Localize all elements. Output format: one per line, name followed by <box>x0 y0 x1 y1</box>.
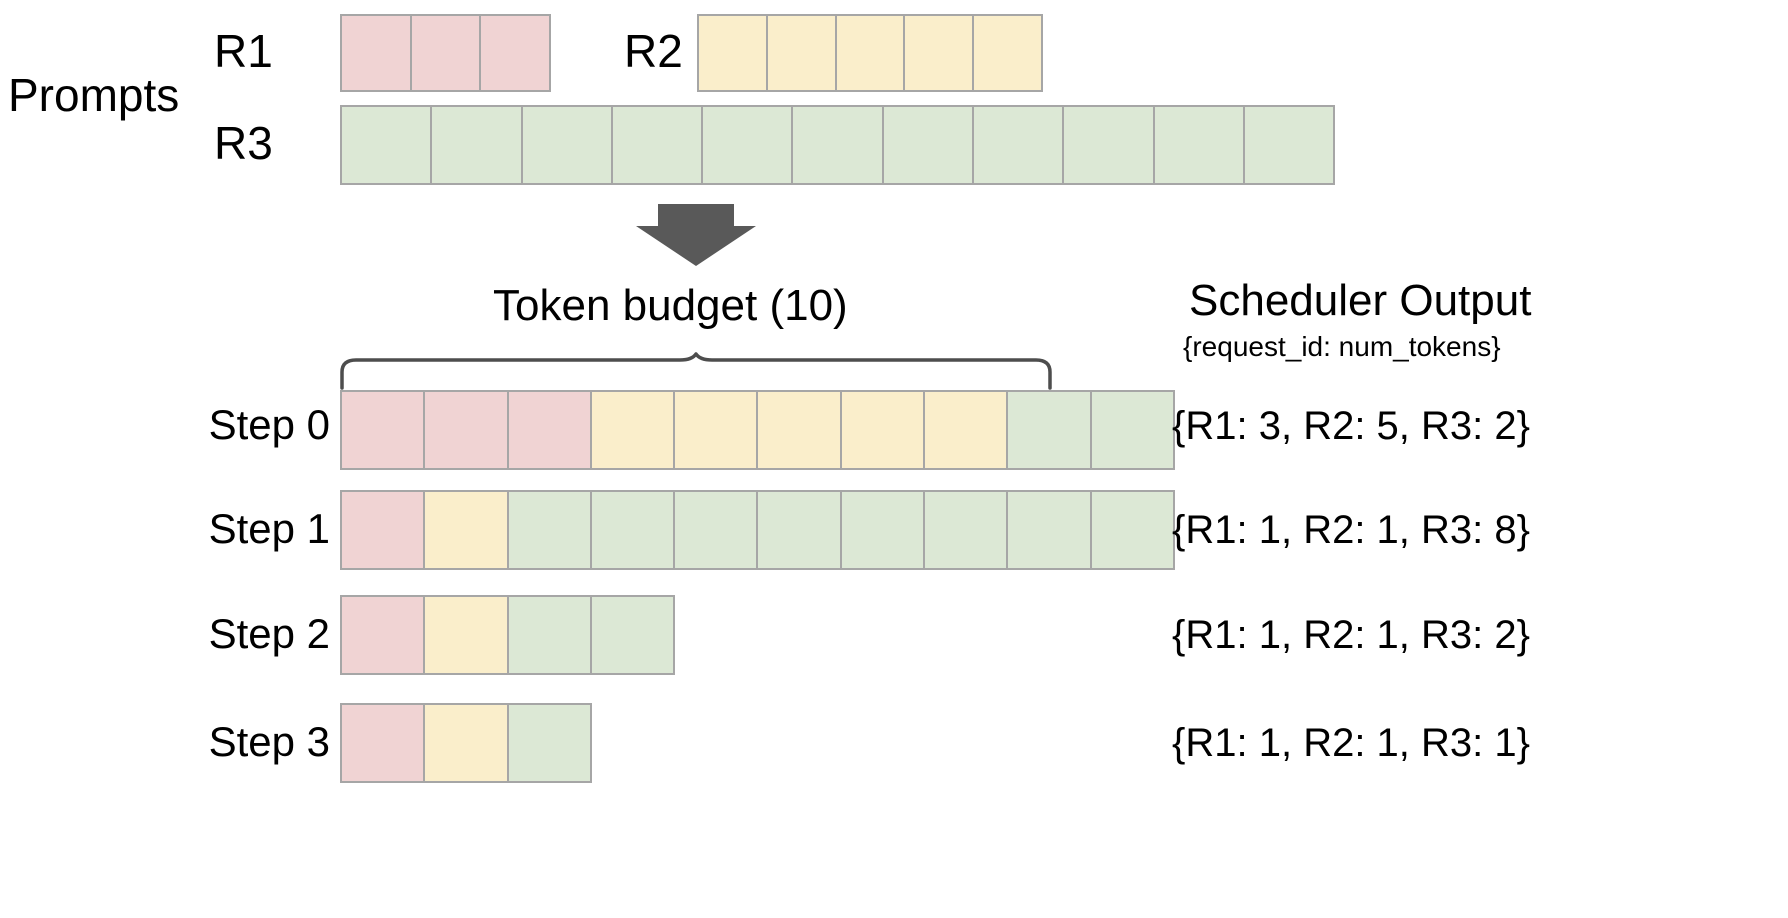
step-row-0 <box>340 390 1175 470</box>
token-cell-r3 <box>1242 105 1336 185</box>
token-cell-r2 <box>673 390 759 470</box>
token-cell-r3 <box>1089 390 1175 470</box>
token-cell-r2 <box>839 390 926 470</box>
token-cell-r3 <box>1152 105 1245 185</box>
token-cell-r3 <box>791 105 884 185</box>
scheduler-output-1: {R1: 1, R2: 1, R3: 8} <box>1172 508 1530 552</box>
token-cell-r2 <box>423 595 509 675</box>
scheduler-output-2: {R1: 1, R2: 1, R3: 2} <box>1172 613 1530 657</box>
token-cell-r2 <box>972 14 1043 92</box>
step-label-2: Step 2 <box>208 610 330 657</box>
token-cell-r3 <box>506 490 592 570</box>
scheduler-output-3: {R1: 1, R2: 1, R3: 1} <box>1172 721 1530 765</box>
down-arrow-icon <box>636 204 756 266</box>
token-cell-r3 <box>506 703 592 783</box>
prompts-section-label: Prompts <box>8 69 180 121</box>
token-cell-r1 <box>340 14 412 92</box>
token-cell-r3 <box>1006 490 1092 570</box>
step-row-2 <box>340 595 676 675</box>
token-cell-r3 <box>1062 105 1155 185</box>
token-cell-r1 <box>340 703 426 783</box>
request-label-r3: R3 <box>214 117 273 169</box>
step-label-3: Step 3 <box>208 718 330 765</box>
token-cell-r1 <box>409 14 482 92</box>
token-cell-r3 <box>430 105 523 185</box>
token-cell-r3 <box>701 105 794 185</box>
token-cell-r2 <box>423 703 509 783</box>
token-cell-r1 <box>340 595 426 675</box>
scheduler-output-title: Scheduler Output <box>1189 276 1532 325</box>
step-row-1 <box>340 490 1175 570</box>
token-cell-r3 <box>839 490 926 570</box>
token-cell-r2 <box>834 14 906 92</box>
curly-brace-icon <box>340 352 1052 390</box>
token-cell-r3 <box>589 595 676 675</box>
token-cell-r3 <box>972 105 1065 185</box>
token-cell-r2 <box>423 490 509 570</box>
prompt-row-r2 <box>697 14 1043 92</box>
token-cell-r1 <box>479 14 552 92</box>
prompt-row-r3 <box>340 105 1336 185</box>
token-cell-r2 <box>765 14 837 92</box>
token-cell-r2 <box>756 390 842 470</box>
token-cell-r3 <box>1006 390 1092 470</box>
token-cell-r1 <box>423 390 509 470</box>
token-cell-r2 <box>697 14 768 92</box>
scheduler-output-0: {R1: 3, R2: 5, R3: 2} <box>1172 404 1530 448</box>
token-cell-r3 <box>923 490 1009 570</box>
token-cell-r2 <box>903 14 975 92</box>
step-label-0: Step 0 <box>208 401 330 448</box>
token-cell-r3 <box>340 105 433 185</box>
request-label-r2: R2 <box>624 25 683 77</box>
token-cell-r3 <box>881 105 975 185</box>
token-cell-r3 <box>589 490 676 570</box>
step-label-1: Step 1 <box>208 505 330 552</box>
token-cell-r2 <box>589 390 676 470</box>
token-cell-r3 <box>673 490 759 570</box>
token-budget-label: Token budget (10) <box>493 281 848 330</box>
request-label-r1: R1 <box>214 25 273 77</box>
step-row-3 <box>340 703 592 783</box>
token-cell-r1 <box>340 390 426 470</box>
prompt-row-r1 <box>340 14 552 92</box>
token-cell-r3 <box>756 490 842 570</box>
scheduler-output-subtitle: {request_id: num_tokens} <box>1183 331 1501 362</box>
token-cell-r2 <box>923 390 1009 470</box>
token-cell-r1 <box>506 390 592 470</box>
token-cell-r3 <box>1089 490 1175 570</box>
token-cell-r3 <box>610 105 704 185</box>
token-cell-r3 <box>506 595 592 675</box>
token-cell-r3 <box>520 105 613 185</box>
token-cell-r1 <box>340 490 426 570</box>
